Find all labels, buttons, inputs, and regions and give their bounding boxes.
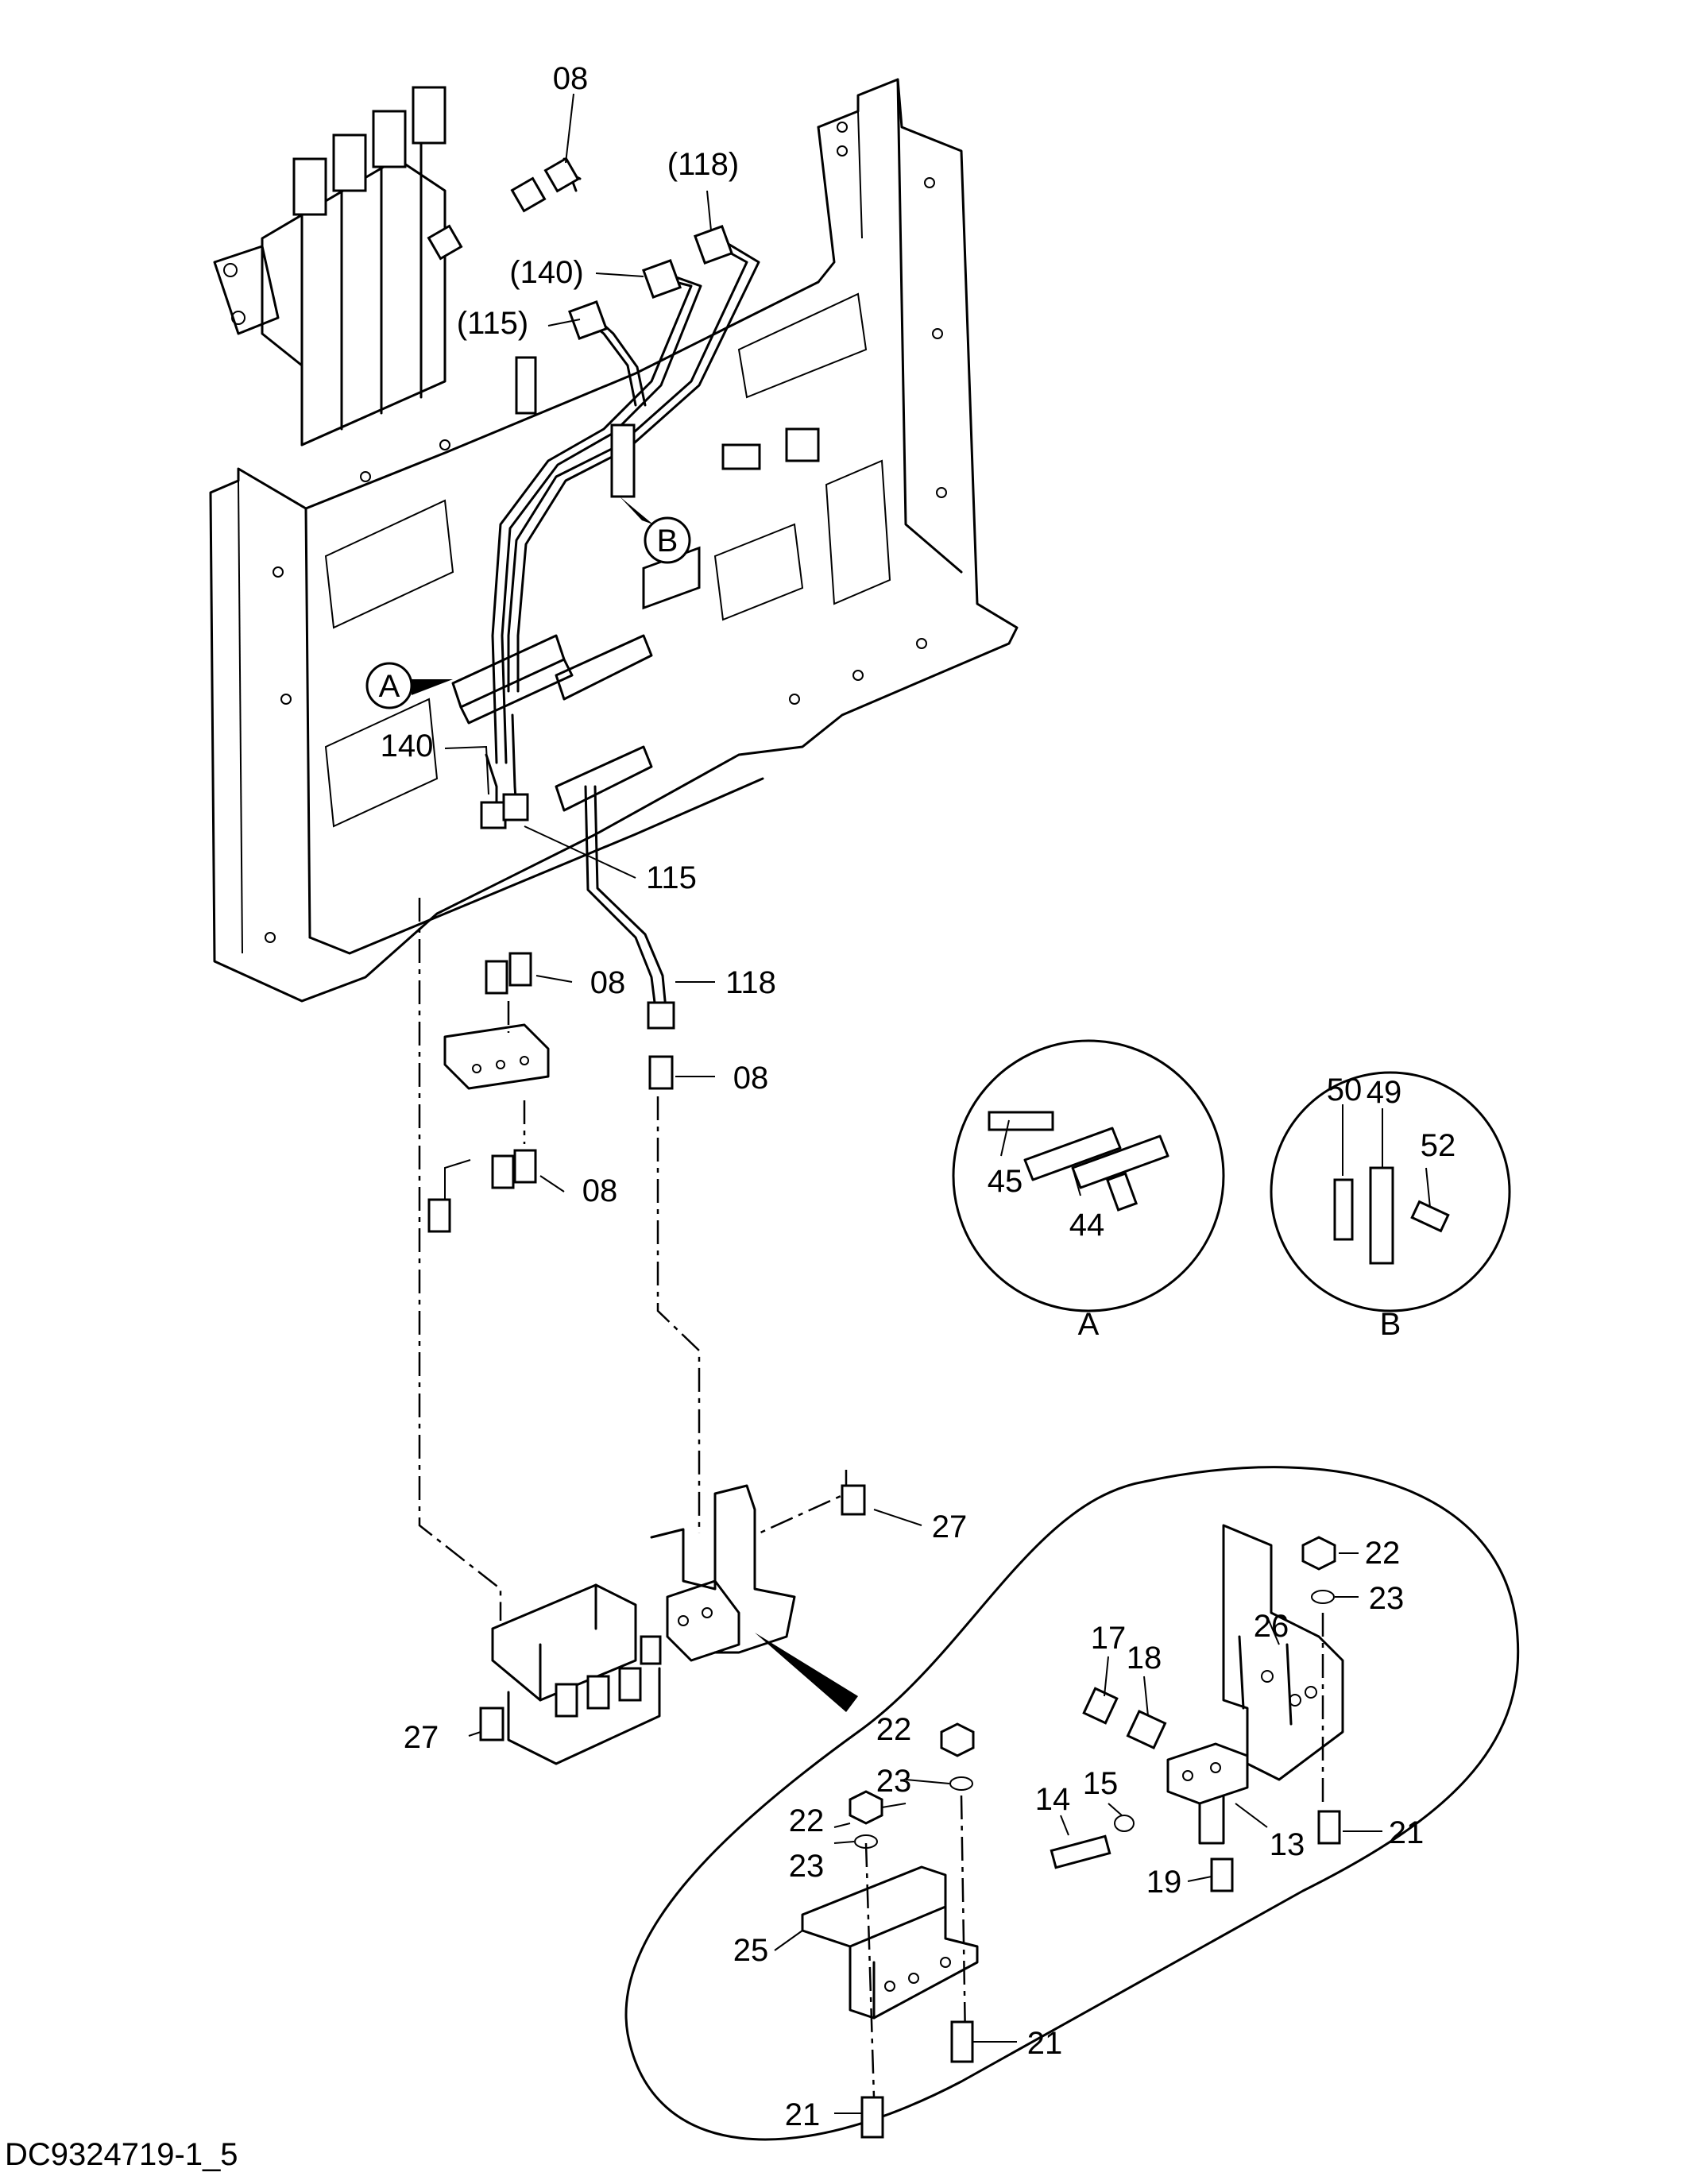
callout-14: 14 [1035,1782,1071,1817]
callout-13: 13 [1270,1827,1305,1862]
callout-118: 118 [725,965,776,1000]
detail-enlargement [624,1466,1520,2141]
callout-21-right: 21 [1389,1815,1425,1850]
svg-text:A: A [379,669,400,704]
callout-22-left-a: 22 [876,1712,912,1747]
callout-49: 49 [1367,1075,1402,1110]
callout-19: 19 [1146,1865,1182,1900]
marker-a: A [365,662,453,709]
marker-b: B [620,497,691,564]
callout-25: 25 [733,1933,769,1968]
callout-50: 50 [1327,1073,1363,1107]
bracket-assembly-upper [650,1484,866,1662]
hose-bundle-lower [480,713,675,1030]
callout-140: 140 [381,729,434,763]
leader-lines [444,93,1431,2114]
callout-21-bottom: 21 [785,2097,821,2132]
callout-22-left-b: 22 [789,1803,825,1838]
control-valve [213,86,447,446]
clamp-b [515,356,820,498]
detail-arrow [755,1633,858,1712]
callout-15: 15 [1083,1766,1119,1801]
callout-08-c: 08 [582,1173,618,1208]
detail-b-label: B [1380,1307,1401,1342]
callout-08-a: 08 [590,965,626,1000]
callout-140-top: (140) [509,255,583,290]
clamp-a [451,546,701,812]
callout-23-right: 23 [1369,1581,1405,1616]
fittings-08-lower [427,952,674,1233]
callout-23-left-a: 23 [876,1764,912,1799]
svg-text:B: B [657,524,678,559]
callout-17: 17 [1091,1621,1127,1656]
callout-08-top: 08 [553,61,589,96]
detail-a-label: A [1078,1307,1100,1342]
callout-labels: 08 (118) (140) (115) 140 115 08 118 08 0… [381,61,1456,2132]
bracket-assembly-lower [479,1583,662,1765]
detail-circle-b [1270,1071,1511,1312]
hose-bundle-upper [491,225,760,764]
callout-26: 26 [1254,1609,1289,1644]
callout-18: 18 [1127,1641,1162,1676]
callout-118-top: (118) [667,147,739,182]
callout-08-b: 08 [733,1061,769,1096]
callout-27-top: 27 [932,1509,968,1544]
callout-44: 44 [1069,1208,1105,1243]
detail-circle-a [952,1039,1225,1312]
callout-115-top: (115) [457,306,528,341]
callout-52: 52 [1421,1128,1456,1163]
callout-21-mid: 21 [1027,2026,1063,2061]
callout-23-left-b: 23 [789,1849,825,1884]
callout-22-right: 22 [1365,1536,1401,1571]
callout-115: 115 [646,860,697,895]
callout-27-bottom: 27 [404,1720,439,1755]
drawing-number: DC9324719-1_5 [5,2137,238,2172]
frame-plate [209,78,1019,1003]
routing-lines [418,898,848,1621]
callout-45: 45 [988,1164,1023,1199]
fitting-08-top-group [427,157,582,261]
